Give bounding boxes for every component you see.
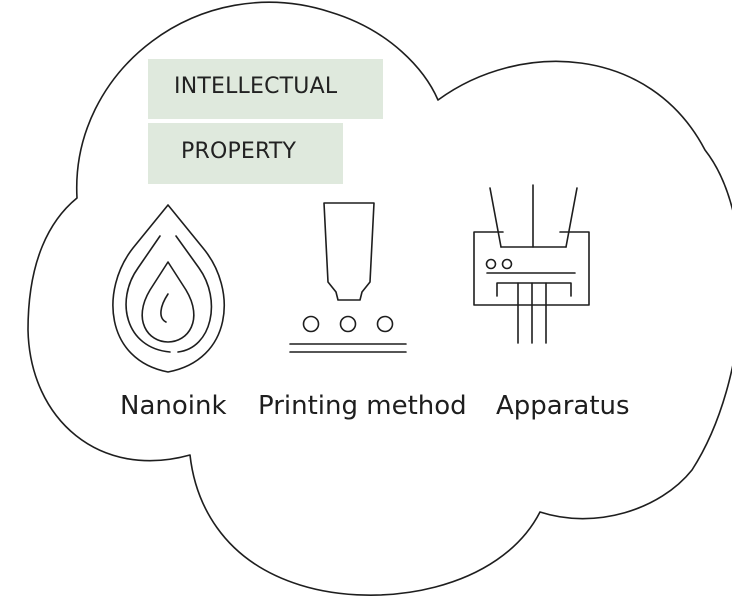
apparatus-icon bbox=[473, 184, 590, 344]
label-nanoink: Nanoink bbox=[120, 391, 227, 421]
title-highlight-line1 bbox=[148, 59, 383, 119]
nanoink-drop-icon bbox=[112, 204, 225, 373]
droplet-2 bbox=[339, 315, 357, 333]
title-line1: INTELLECTUAL bbox=[174, 74, 338, 99]
droplet-3 bbox=[376, 315, 394, 333]
droplet-1 bbox=[302, 315, 320, 333]
label-printing-method: Printing method bbox=[258, 391, 467, 421]
label-apparatus: Apparatus bbox=[496, 391, 630, 421]
printing-nozzle-icon bbox=[289, 202, 407, 353]
title-highlight-line2 bbox=[148, 123, 343, 184]
title-line2: PROPERTY bbox=[181, 139, 297, 164]
cloud-outline bbox=[27, 1, 732, 596]
